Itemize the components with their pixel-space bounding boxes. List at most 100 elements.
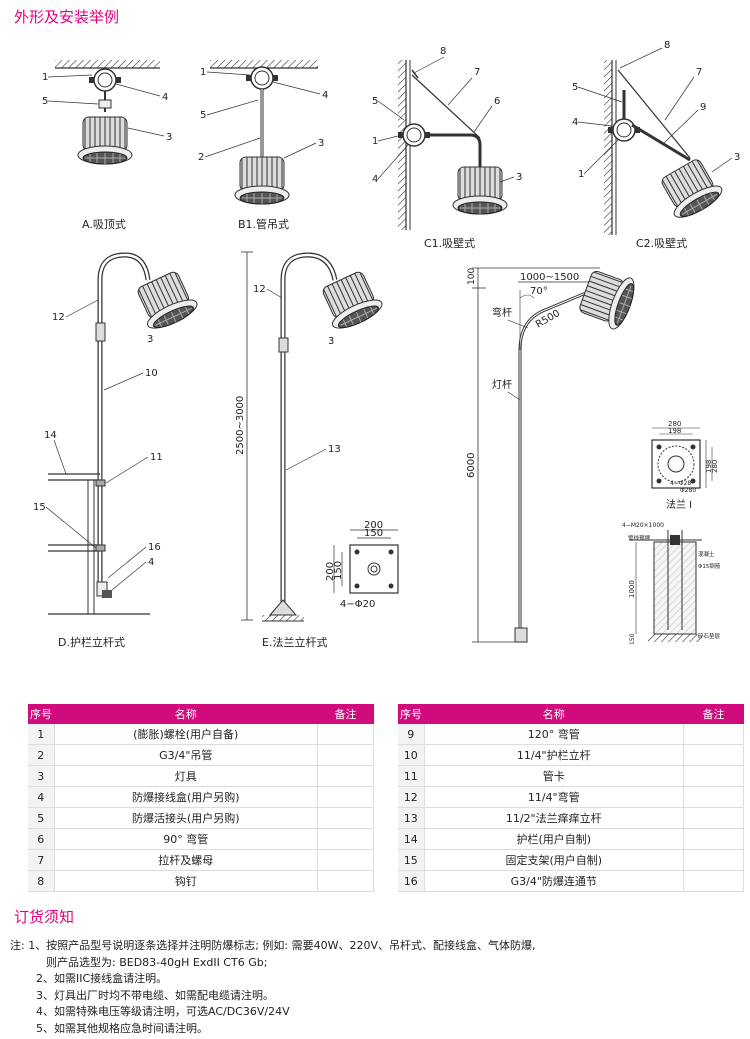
svg-text:3: 3 (516, 172, 522, 183)
figure-d: 12 3 10 14 11 15 16 4 D.护栏立杆式 (33, 252, 202, 649)
header-name: 名称 (424, 704, 684, 724)
svg-text:3: 3 (734, 152, 740, 163)
svg-text:4: 4 (322, 90, 328, 101)
header-name: 名称 (54, 704, 318, 724)
figure-e-label: E.法兰立杆式 (262, 635, 327, 649)
foundation-tag2: 管线预埋 (628, 534, 651, 542)
note-3: 3、灯具出厂时均不带电缆、如需配电缆请注明。 (36, 988, 274, 1002)
svg-text:4: 4 (372, 174, 378, 185)
svg-text:11: 11 (150, 452, 163, 463)
svg-text:5: 5 (372, 96, 378, 107)
radius-dim: R500 (534, 308, 562, 331)
svg-text:8: 8 (440, 46, 446, 57)
svg-text:3: 3 (328, 336, 334, 347)
svg-text:6: 6 (494, 96, 500, 107)
svg-text:8: 8 (664, 40, 670, 51)
order-notes: 注: 1、按照产品型号说明逐条选择并注明防爆标志; 例如: 需要40W、220V… (10, 938, 536, 1037)
figure-d-label: D.护栏立杆式 (58, 635, 125, 649)
foundation-anchor: 4−M20×1000 (622, 522, 664, 529)
foundation-tag3: Φ15钢筋 (698, 562, 721, 570)
pole-label: 灯杆 (492, 379, 512, 391)
installation-drawings: 1 5 4 3 A.吸顶式 1 5 4 2 3 B1.管吊式 8 7 6 5 1… (33, 40, 740, 649)
figure-b1-label: B1.管吊式 (238, 217, 289, 231)
svg-text:1: 1 (200, 67, 206, 78)
svg-text:5: 5 (572, 82, 578, 93)
flange-280-dim: 280 (668, 420, 681, 428)
plate-w-dim: 200 (364, 520, 383, 531)
note-4: 4、如需特殊电压等级请注明，可选AC/DC36V/24V (36, 1005, 290, 1018)
bolt-holes-dim: 4−Φ20 (340, 599, 375, 610)
header-num: 序号 (398, 704, 424, 724)
header-num: 序号 (28, 704, 54, 724)
figure-c2: 8 7 9 5 4 1 3 C2.吸壁式 (572, 40, 740, 250)
figure-a: 1 5 4 3 A.吸顶式 (42, 60, 172, 231)
flange-198-dim: 198 (668, 427, 681, 435)
figure-street-pole: 100 6000 1000~1500 70° R500 弯杆 灯杆 (466, 264, 640, 643)
table-row: 1(膨胀)螺栓(用户自备) (28, 724, 374, 745)
flange-holes2-dim: Φ280 (680, 487, 696, 494)
figure-c1-label: C1.吸壁式 (424, 236, 475, 250)
svg-text:4: 4 (148, 557, 154, 568)
svg-text:3: 3 (147, 334, 153, 345)
svg-text:12: 12 (253, 284, 266, 295)
figure-foundation: 4−M20×1000 1000 150 管线预埋 混凝土 Φ15钢筋 碎石垫层 (622, 522, 721, 645)
foundation-150-dim: 150 (629, 633, 636, 645)
section-title-install: 外形及安装举例 (14, 8, 120, 26)
figure-c1: 8 7 6 5 1 4 3 C1.吸壁式 (372, 46, 522, 250)
pole-height-dim: 6000 (466, 453, 477, 478)
svg-text:9: 9 (700, 102, 706, 113)
note-2: 2、如需IIC接线盒请注明。 (36, 972, 168, 985)
e-height-dim: 2500~3000 (235, 396, 246, 455)
svg-text:13: 13 (328, 444, 341, 455)
svg-text:14: 14 (44, 430, 57, 441)
note-1: 1、按照产品型号说明逐条选择并注明防爆标志; 例如: 需要40W、220V、吊杆… (28, 939, 536, 952)
pole-top-dim: 100 (467, 268, 477, 285)
svg-text:10: 10 (145, 368, 158, 379)
svg-text:5: 5 (200, 110, 206, 121)
svg-text:7: 7 (696, 67, 702, 78)
svg-text:3: 3 (166, 132, 172, 143)
notes-prefix: 注: (10, 939, 25, 952)
figure-flange: 280 198 198 280 4−Φ28 Φ280 法兰 I (651, 420, 719, 511)
foundation-tag4: 碎石垫层 (698, 632, 721, 640)
flange-holes-dim: 4−Φ28 (670, 480, 691, 487)
plate-h-dim: 200 (325, 562, 336, 581)
plate-h-inner-dim: 150 (333, 561, 344, 580)
svg-text:7: 7 (474, 67, 480, 78)
flange-280v-dim: 280 (711, 460, 719, 473)
svg-text:3: 3 (318, 138, 324, 149)
arm-len-dim: 1000~1500 (520, 272, 579, 283)
figure-c2-label: C2.吸壁式 (636, 236, 687, 250)
svg-text:1: 1 (578, 169, 584, 180)
figure-e: 2500~3000 12 3 13 E.法兰立杆式 200 150 200 15… (235, 251, 399, 649)
figure-a-label: A.吸顶式 (82, 218, 126, 231)
header-note: 备注 (683, 704, 744, 724)
section-title-order: 订货须知 (14, 908, 75, 926)
header-note: 备注 (317, 704, 374, 724)
svg-text:15: 15 (33, 502, 46, 513)
angle-dim: 70° (530, 286, 548, 297)
note-1b: 则产品选型为: BED83-40gH ExdII CT6 Gb; (46, 955, 268, 969)
svg-text:5: 5 (42, 96, 48, 107)
foundation-1000-dim: 1000 (628, 580, 636, 598)
svg-text:2: 2 (198, 152, 204, 163)
flange-label: 法兰 I (666, 498, 692, 511)
foundation-tag1: 混凝土 (698, 550, 715, 558)
flange-198v-dim: 198 (705, 460, 713, 473)
